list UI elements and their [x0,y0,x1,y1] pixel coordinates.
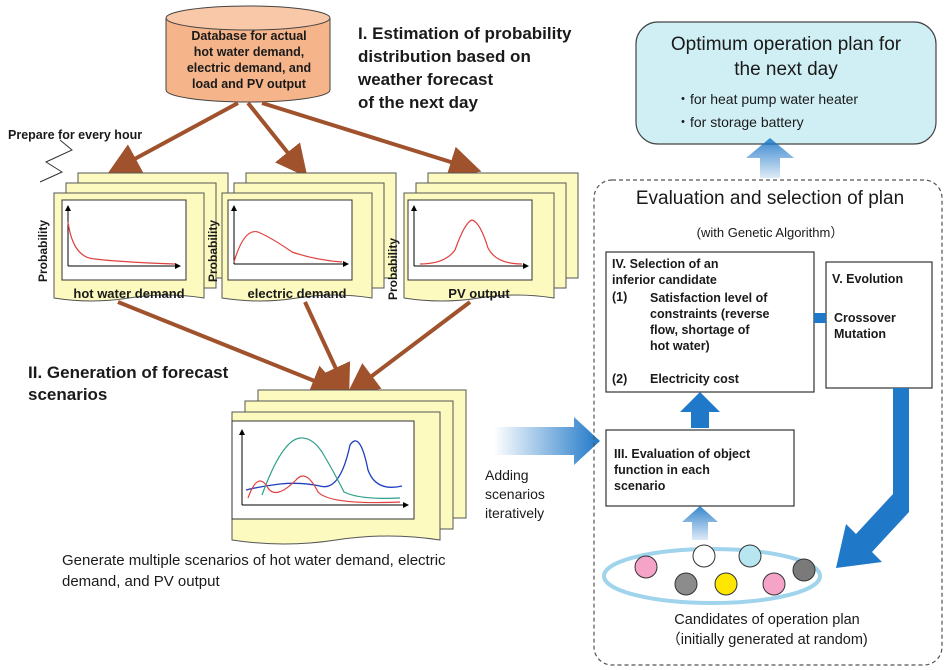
optimum-item-heat-pump: ・for heat pump water heater [676,91,859,107]
step5-items: Crossover Mutation [834,311,896,341]
candidate-dot [762,572,786,596]
dist-label-electric: electric demand [247,286,347,301]
dist-stack-electric [221,172,397,302]
optimum-item-battery: ・for storage battery [676,114,804,130]
evaluation-title: Evaluation and selection of plan [635,188,905,209]
database-cylinder [165,5,331,103]
step4-item2-num: (2) [612,372,628,386]
step3-label: III. Evaluation of object function in ea… [614,447,751,493]
step4-box [605,251,815,393]
database-label: Database for actual hot water demand, el… [186,29,312,91]
evaluation-container [593,179,943,666]
arrow-db-to-hot-water [107,101,239,174]
step1-title: I. Estimation of probability distributio… [358,24,572,112]
evaluation-subtitle: (with Genetic Algorithm） [696,225,844,240]
optimum-plan-box [635,21,937,145]
dist-stack-hot-water [53,172,229,302]
dist-label-pv: PV output [448,286,510,301]
candidate-dot [738,544,762,568]
dist-stack-pv [403,172,579,302]
arrow-candidates-to-3 [682,506,718,540]
step4-item1: Satisfaction level of constraints (rever… [650,291,770,353]
candidate-dot [714,572,738,596]
step4-item2: Electricity cost [650,372,739,386]
arrow-5-to-candidates [836,388,909,568]
adding-scenarios-label: Adding scenarios iteratively [485,467,545,521]
arrow-db-to-electric [246,101,308,178]
arrow-to-optimum [746,138,794,178]
candidate-dot [692,544,716,568]
candidate-dot [792,558,816,582]
arrow-3-to-4 [680,392,720,428]
step2-caption: Generate multiple scenarios of hot water… [62,552,446,590]
step4-item1-num: (1) [612,290,628,304]
arrow-pv-to-scenarios [346,300,472,396]
step2-title: II. Generation of forecast scenarios [28,363,229,404]
scenario-stack [231,389,467,545]
step3-box [605,429,795,507]
candidate-dot [674,572,698,596]
step5-title: V. Evolution [832,272,904,286]
dist-ylabel-electric: Probability [206,219,220,282]
dist-ylabel-hot-water: Probability [36,219,50,282]
step5-box [825,261,933,389]
candidate-dots [634,544,816,596]
arrow-hot-water-to-scenarios [117,300,344,396]
connector-4-5 [814,313,826,323]
adding-scenarios-arrow [494,417,600,465]
squiggle-icon [39,139,73,183]
dist-label-hot-water: hot water demand [73,286,185,301]
step4-title: IV. Selection of an inferior candidate [612,257,719,287]
prepare-label: Prepare for every hour [8,128,143,142]
arrow-db-to-pv [261,101,482,178]
arrow-electric-to-scenarios [303,301,351,397]
candidates-label: Candidates of operation plan （initially … [666,612,868,648]
optimum-title: Optimum operation plan for the next day [670,34,902,80]
dist-ylabel-pv: Probability [386,237,400,300]
candidate-dot [634,555,658,579]
